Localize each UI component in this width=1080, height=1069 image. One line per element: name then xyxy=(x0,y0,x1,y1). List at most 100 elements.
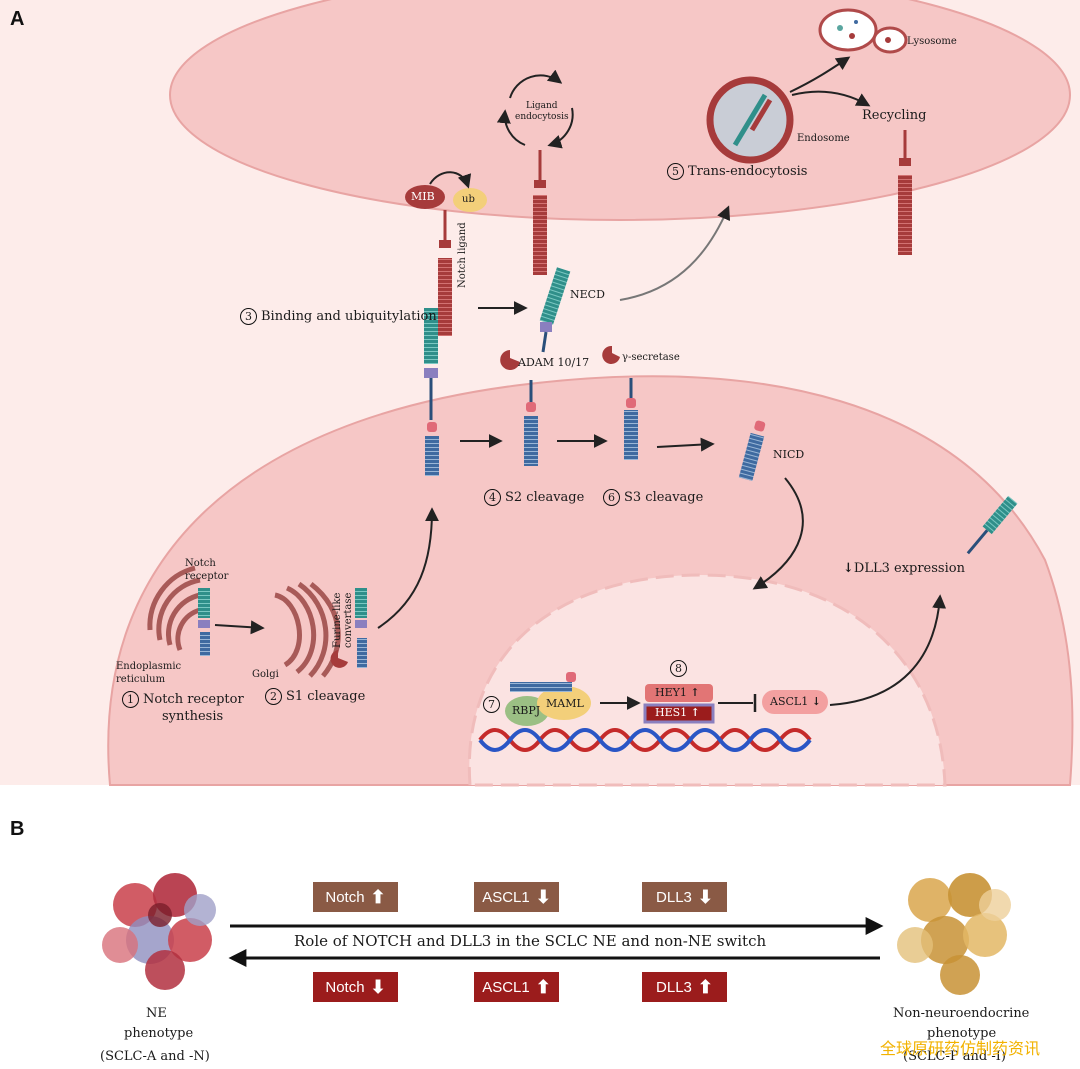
step-5-marker: 5 xyxy=(667,163,684,180)
step-3-marker: 3 xyxy=(240,308,257,325)
arrow-to-recycling xyxy=(791,90,871,107)
endosome-label: Endosome xyxy=(797,133,850,144)
mib-ub-arrow xyxy=(429,171,472,189)
hey1-label: HEY1 ↑ xyxy=(655,686,700,699)
binding-text: Binding and ubiquitylation xyxy=(261,309,437,324)
ascl1-text: ASCL1 xyxy=(770,695,809,708)
top-badge-ascl1: ASCL1 ⬇ xyxy=(474,882,559,912)
bottom-badge-notch: Notch⬇ xyxy=(313,972,398,1002)
golgi-label: Golgi xyxy=(252,669,279,680)
er-label-2: reticulum xyxy=(116,674,166,685)
dna-strand-blue xyxy=(478,728,812,752)
down-arrow-icon: ↓ xyxy=(843,561,854,576)
hey1-box xyxy=(645,684,713,702)
step-1-marker: 1 xyxy=(122,691,139,708)
ne-label-1: NE xyxy=(146,1006,167,1021)
furine-enzyme-icon xyxy=(330,650,348,668)
necd-label: NECD xyxy=(570,288,605,301)
ligand-endocytosed xyxy=(533,150,547,275)
ligand-recycled xyxy=(898,130,912,255)
ascl1-box xyxy=(762,690,828,714)
s2-cleavage-label: 4 S2 cleavage xyxy=(484,489,584,506)
recycling-label: Recycling xyxy=(862,108,927,123)
s2-cleavage-text: S2 cleavage xyxy=(505,490,585,505)
mib-blob xyxy=(405,185,445,209)
dna-strand-red xyxy=(478,728,812,752)
bottom-badge-ascl1: ASCL1 ⬆ xyxy=(474,972,559,1002)
watermark-text: 全球原研药仿制药资讯 xyxy=(880,1039,1041,1058)
s3-cleavage-text: S3 cleavage xyxy=(624,490,704,505)
furine-label-2: convertase xyxy=(343,592,354,648)
panel-a-label: A xyxy=(10,8,25,30)
hes1-box xyxy=(643,703,715,724)
badge-label: Notch xyxy=(325,888,365,906)
nicd-label: NICD xyxy=(773,448,805,461)
trans-endocytosis-text: Trans-endocytosis xyxy=(688,164,808,179)
arrow-to-lysosome xyxy=(789,56,851,93)
step-7-label: 7 xyxy=(483,696,504,713)
step-4-marker: 4 xyxy=(484,489,501,506)
adam-enzyme-icon xyxy=(500,350,520,370)
step-7-marker: 7 xyxy=(483,696,500,713)
rbpj-label: RBPJ xyxy=(512,704,541,717)
ligand-endocytosis-label-2: endocytosis xyxy=(515,112,569,122)
top-badge-dll3: DLL3⬇ xyxy=(642,882,727,912)
arrow-golgi-to-membrane xyxy=(377,507,439,629)
ligand-receptor-complex xyxy=(424,210,452,476)
nonne-label-2: phenotype xyxy=(927,1026,997,1041)
maml-label: MAML xyxy=(546,697,584,710)
badge-label: ASCL1 xyxy=(482,888,530,906)
endoplasmic-reticulum xyxy=(147,565,201,651)
notch-ligand-label: Notch ligand xyxy=(457,222,468,288)
up-arrow-icon: ⬆ xyxy=(697,976,713,997)
ub-label: ub xyxy=(462,194,475,205)
rbpj-maml-complex xyxy=(505,672,591,726)
ascl1-label: ASCL1 ↓ xyxy=(770,695,821,708)
badge-label: DLL3 xyxy=(656,888,692,906)
adam-label: ADAM 10/17 xyxy=(518,356,590,369)
up-arrow-icon: ↑ xyxy=(690,706,700,719)
necd-fragment xyxy=(539,267,571,353)
synthesis-text-1: Notch receptor xyxy=(143,692,244,707)
up-arrow-icon: ↑ xyxy=(690,686,700,699)
receptor-s3 xyxy=(624,378,638,460)
lysosome-shape xyxy=(818,8,908,54)
er-label-1: Endoplasmic xyxy=(116,661,182,672)
er-receptor xyxy=(198,588,210,656)
ne-label-3: (SCLC-A and -N) xyxy=(100,1049,210,1064)
ne-label-2: phenotype xyxy=(124,1026,194,1041)
bottom-badge-dll3: DLL3⬆ xyxy=(642,972,727,1002)
down-arrow-icon: ↓ xyxy=(811,695,821,708)
synthesis-text-2: synthesis xyxy=(162,709,224,724)
hey1-text: HEY1 xyxy=(655,686,687,699)
step-8-marker: 8 xyxy=(670,660,687,677)
up-arrow-icon: ⬆ xyxy=(535,976,551,997)
receptor-s2 xyxy=(524,380,538,466)
ligand-endocytosis-label-1: Ligand xyxy=(526,101,558,111)
lysosome-label: Lysosome xyxy=(907,36,957,47)
ub-blob xyxy=(453,188,487,212)
golgi-receptor xyxy=(355,588,367,668)
dll3-expression-text: DLL3 expression xyxy=(853,561,965,576)
endosome-shape xyxy=(706,76,794,164)
down-arrow-icon: ⬇ xyxy=(370,976,386,997)
nicd-fragment xyxy=(738,420,766,481)
dll3-expression-label: ↓DLL3 expression xyxy=(843,561,965,576)
up-arrow-icon: ⬆ xyxy=(370,886,386,907)
nonne-label-1: Non-neuroendocrine xyxy=(893,1006,1030,1021)
dll3-ligand xyxy=(966,495,1018,555)
furine-label-1: Furine-like xyxy=(332,592,343,648)
badge-label: ASCL1 xyxy=(482,978,530,996)
sending-cell xyxy=(169,0,1071,221)
nonne-label-3: (SCLC-P and -I) xyxy=(903,1049,1006,1064)
down-arrow-icon: ⬇ xyxy=(535,886,551,907)
gamma-secretase-icon xyxy=(602,345,620,364)
trans-endocytosis-label: 5 Trans-endocytosis xyxy=(667,163,807,180)
arrow-nicd xyxy=(656,437,715,452)
switch-caption: Role of NOTCH and DLL3 in the SCLC NE an… xyxy=(294,932,767,950)
mib-label: MIB xyxy=(411,190,435,203)
